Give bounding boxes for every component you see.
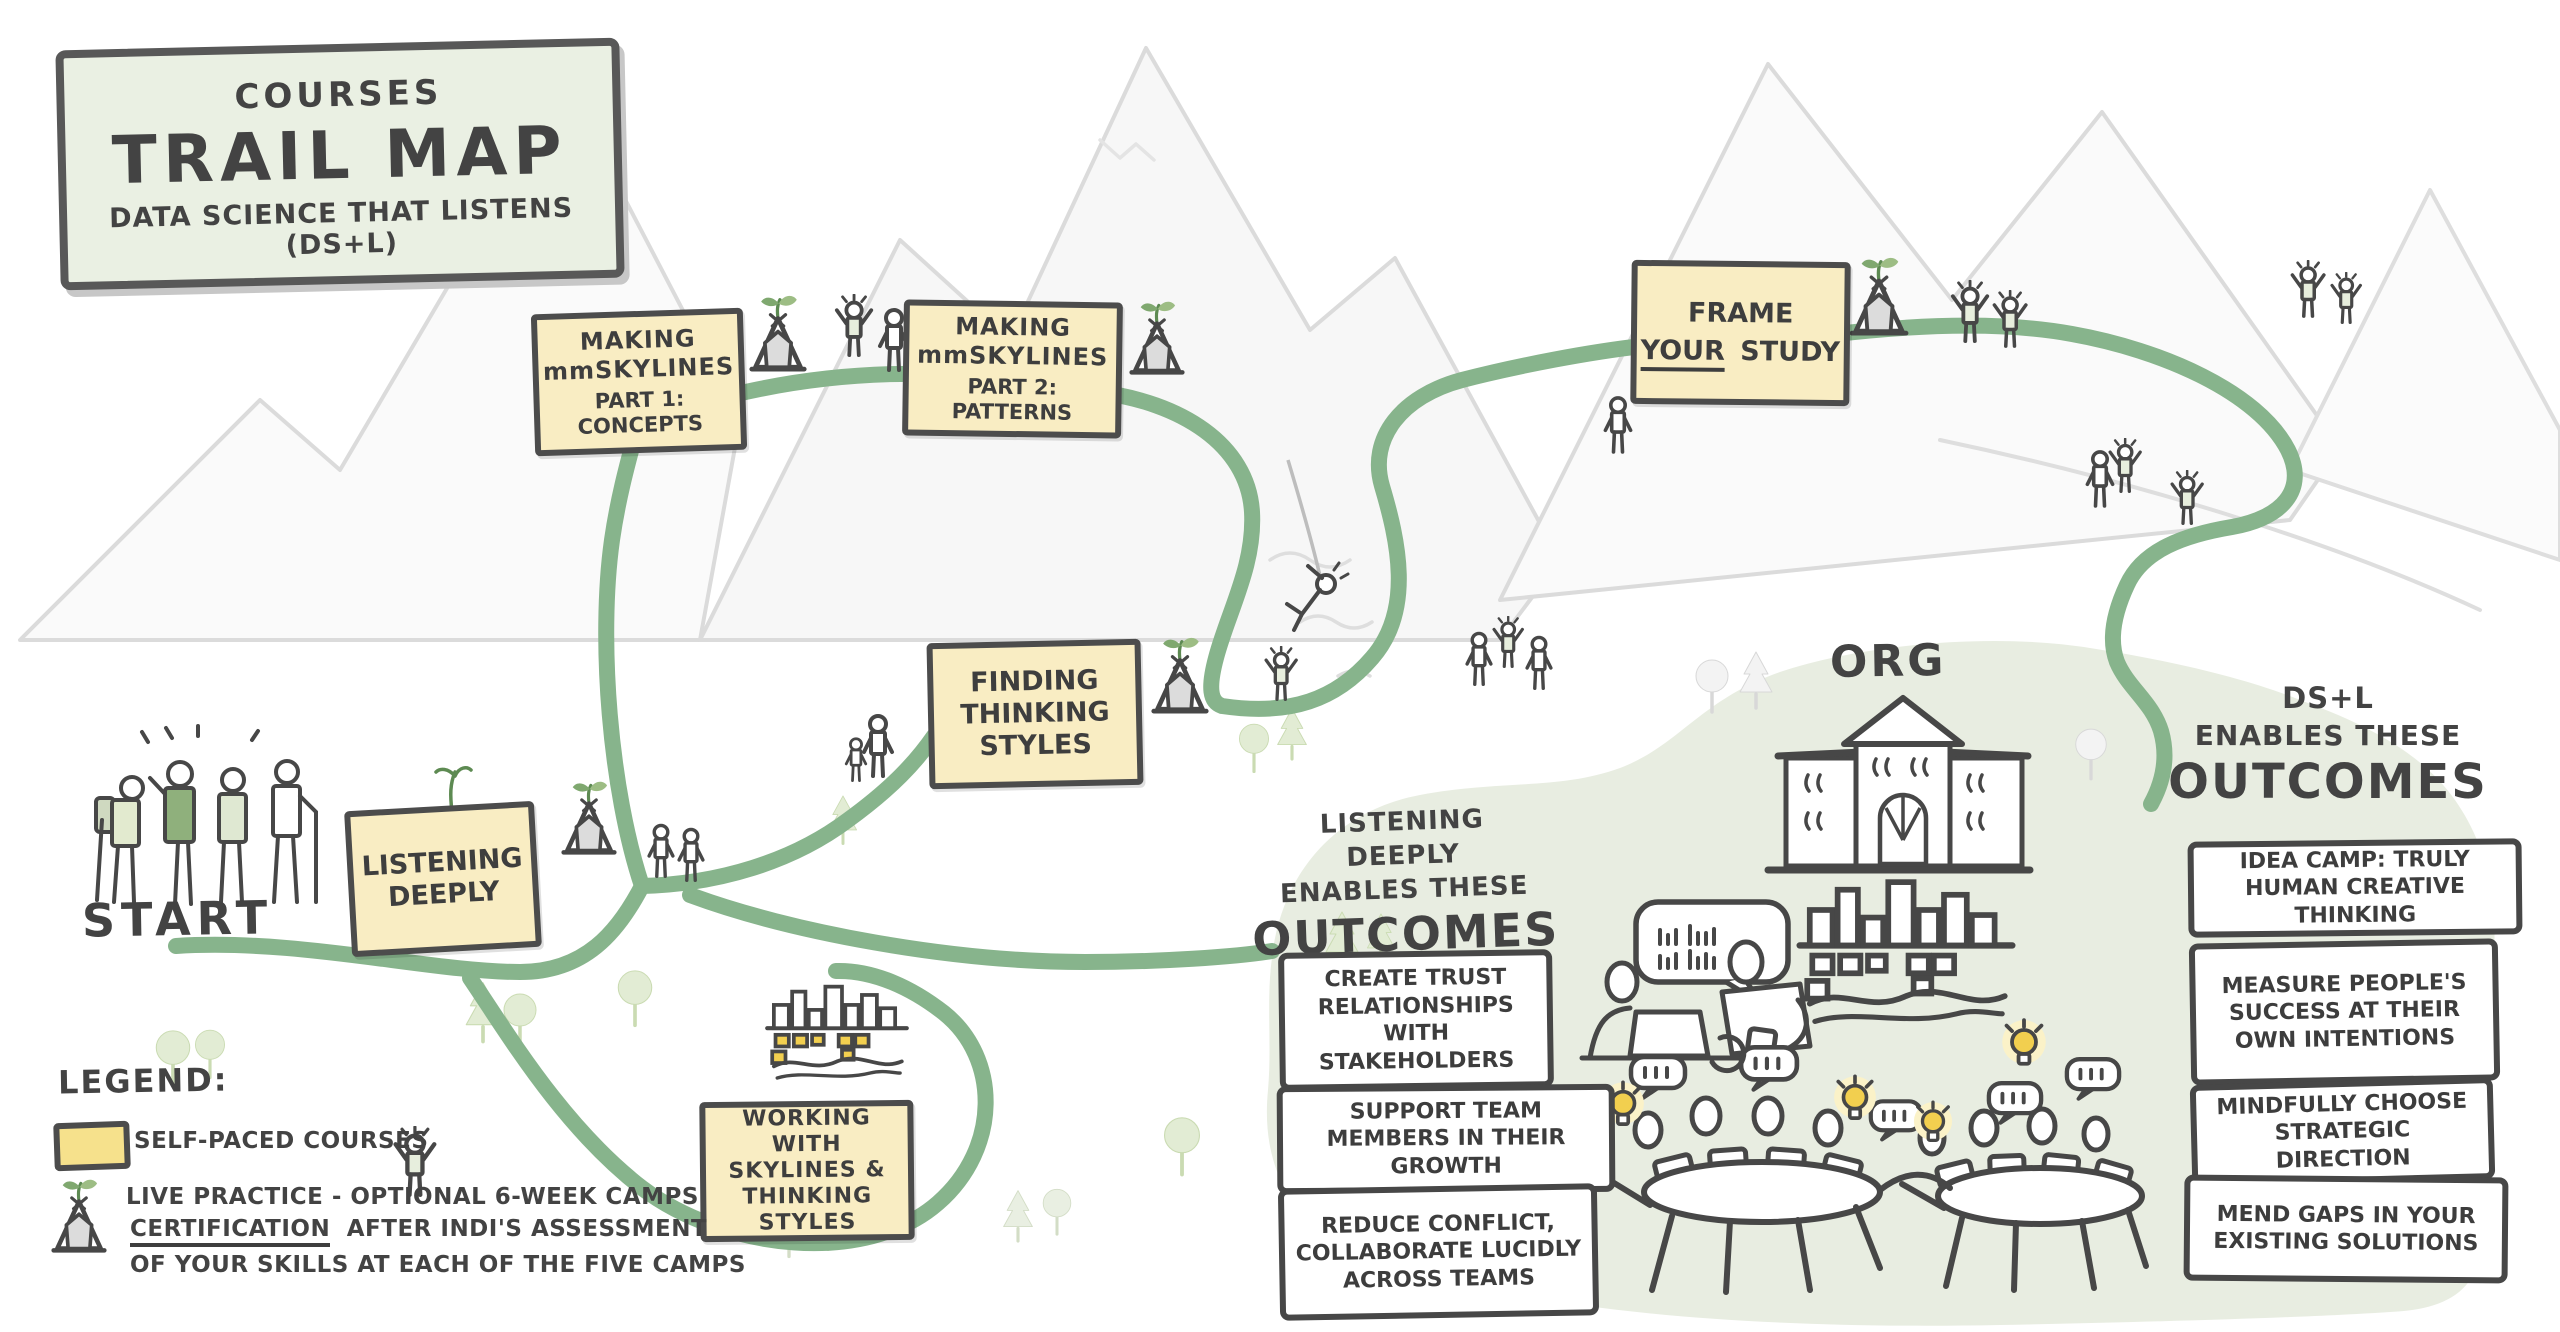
standing-person-icon — [1465, 631, 1493, 686]
legend-live-practice-line2: CERTIFICATION AFTER INDI'S ASSESSMENT — [130, 1216, 707, 1247]
sign-eyebrow: COURSES — [234, 72, 443, 117]
course-box-making-mmskylines-part1: MAKING mmSKYLINES PART 1: CONCEPTS — [530, 307, 748, 457]
round-tree-icon — [1165, 1118, 1200, 1175]
round-tree-icon — [1043, 1189, 1071, 1234]
org-label: ORG — [1829, 634, 1947, 689]
legend-self-paced-swatch — [53, 1120, 131, 1172]
lightbulb-icon — [1912, 1100, 1954, 1143]
standing-person-icon — [844, 737, 868, 782]
hikers-group-illustration — [94, 724, 473, 906]
skyline-chart-icon — [767, 987, 907, 1078]
standing-person-icon — [647, 823, 675, 878]
camp-tent-icon — [564, 782, 615, 853]
course-label: mmSKYLINES — [916, 340, 1109, 372]
course-label: SKYLINES & — [728, 1157, 886, 1184]
course-box-frame-your-study: FRAME YOUR STUDY — [1630, 259, 1851, 407]
legend-live-practice-line1: LIVE PRACTICE - OPTIONAL 6-WEEK CAMPS — [126, 1184, 699, 1210]
pine-tree-icon — [1004, 1191, 1033, 1241]
climber-icon — [1285, 459, 1350, 632]
course-label: DEEPLY — [387, 875, 501, 914]
page-title: TRAIL MAP — [111, 111, 569, 199]
course-label: WORKING WITH — [742, 1105, 871, 1158]
outcome-box: CREATE TRUST RELATIONSHIPS WITH STAKEHOL… — [1278, 949, 1554, 1091]
round-tree-icon — [618, 971, 651, 1025]
course-label: PART 1: CONCEPTS — [577, 386, 704, 439]
org-building-icon — [1764, 695, 2034, 874]
legend-live-practice-line3: OF YOUR SKILLS AT EACH OF THE FIVE CAMPS — [130, 1252, 746, 1278]
cheering-person-icon — [1264, 646, 1298, 701]
course-label: STYLES — [979, 728, 1093, 763]
course-label: THINKING — [959, 696, 1110, 731]
legend-self-paced-label: SELF-PACED COURSES — [134, 1128, 429, 1154]
cheering-person-icon — [2330, 272, 2362, 324]
course-label: MAKING — [579, 324, 696, 357]
legend-heading: LEGEND: — [57, 1060, 229, 1102]
round-tree-icon — [1239, 724, 1268, 771]
camp-tent-icon — [752, 296, 805, 369]
course-label: mmSKYLINES — [542, 351, 735, 386]
lightbulb-icon — [1832, 1074, 1878, 1120]
course-box-listening-deeply: LISTENING DEEPLY — [344, 800, 542, 958]
camp-tent-icon — [1154, 638, 1207, 711]
course-label: THINKING STYLES — [742, 1183, 873, 1236]
title-sign: COURSES TRAIL MAP DATA SCIENCE THAT LIST… — [55, 37, 625, 291]
lightbulb-icon — [2000, 1018, 2048, 1066]
outcome-box: SUPPORT TEAM MEMBERS IN THEIR GROWTH — [1276, 1083, 1616, 1195]
camp-tent-icon — [54, 1180, 105, 1251]
outcome-box: MINDFULLY CHOOSE STRATEGIC DIRECTION — [2189, 1077, 2496, 1187]
course-box-making-mmskylines-part2: MAKING mmSKYLINES PART 2: PATTERNS — [902, 299, 1123, 439]
legend-certification-word: CERTIFICATION — [130, 1216, 331, 1247]
course-label: MAKING — [955, 312, 1072, 343]
standing-person-icon — [1525, 635, 1553, 690]
course-label: FRAME — [1687, 297, 1794, 330]
course-label: FINDING — [969, 664, 1099, 699]
pine-tree-icon — [1278, 709, 1307, 759]
listening-outcomes-heading: LISTENING DEEPLY ENABLES THESE OUTCOMES — [1251, 804, 1561, 967]
sign-subtitle: DATA SCIENCE THAT LISTENS (DS+L) — [108, 192, 574, 261]
outcome-box: IDEA CAMP: TRULY HUMAN CREATIVE THINKING — [2187, 838, 2523, 938]
cheering-person-icon — [2290, 260, 2326, 318]
dstl-outcomes-heading: DS+L ENABLES THESE OUTCOMES — [2168, 681, 2488, 811]
standing-person-icon — [862, 714, 894, 778]
course-box-finding-thinking-styles: FINDING THINKING STYLES — [926, 638, 1144, 790]
start-label: START — [81, 890, 274, 948]
course-label: YOUR STUDY — [1640, 334, 1840, 372]
outcome-box: MEND GAPS IN YOUR EXISTING SOLUTIONS — [2183, 1174, 2509, 1284]
meeting-tables-illustration — [1600, 1018, 2149, 1295]
outcome-box: REDUCE CONFLICT, COLLABORATE LUCIDLY ACR… — [1277, 1183, 1600, 1321]
outcome-box: MEASURE PEOPLE'S SUCCESS AT THEIR OWN IN… — [2188, 938, 2501, 1086]
course-box-working-with-skylines: WORKING WITH SKYLINES & THINKING STYLES — [699, 1099, 915, 1243]
trail-path — [168, 317, 2303, 1252]
course-label: PART 2: PATTERNS — [951, 374, 1073, 425]
